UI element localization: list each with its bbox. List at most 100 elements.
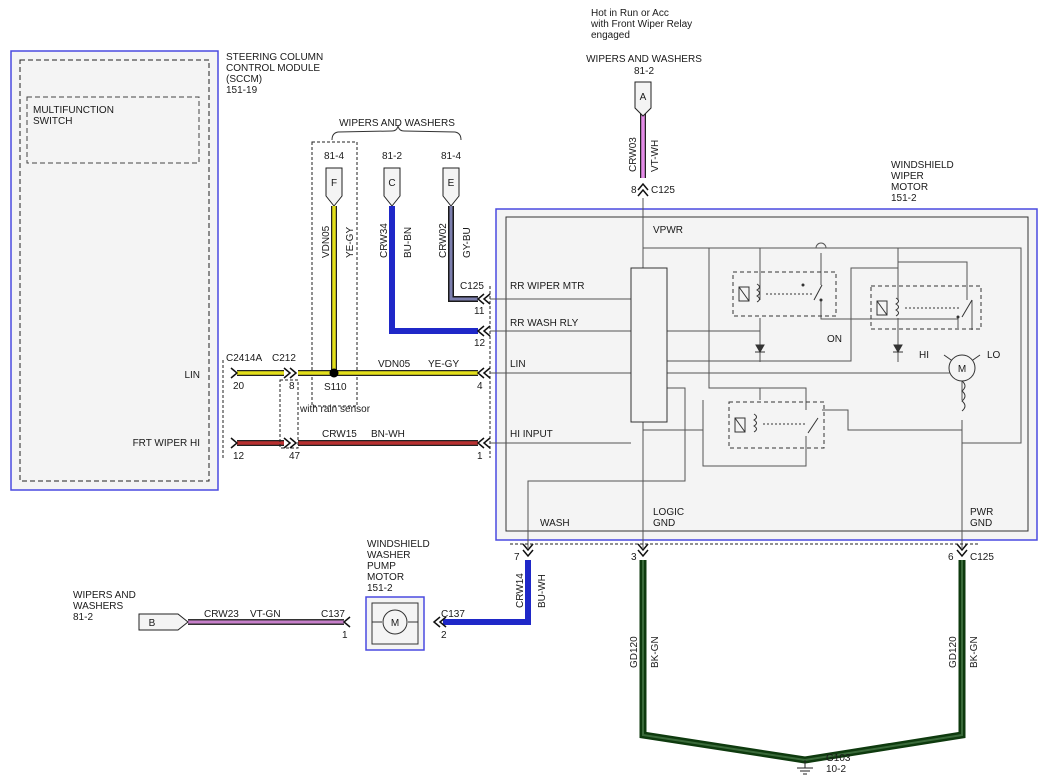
lin-end-pin: 4	[477, 381, 483, 392]
power-note: with Front Wiper Relay	[590, 19, 692, 30]
pump-wire-labels: WIPERS AND WASHERS 81-2 B CRW23 VT-GN C1…	[73, 573, 548, 641]
connector-a-letter: A	[640, 92, 647, 103]
switch-label: SWITCH	[33, 116, 72, 127]
connector-a-tag	[634, 81, 652, 117]
c137-right-pin: 2	[441, 630, 447, 641]
motor-title: WINDSHIELD	[891, 160, 954, 171]
power-note: Hot in Run or Acc	[591, 8, 669, 19]
wipers-connector-group: WIPERS AND WASHERS 81-4 F 81-2 C 81-4 E	[311, 118, 462, 407]
gd120-left-circuit: GD120	[629, 636, 640, 668]
connector-c-ref: 81-2	[382, 151, 402, 162]
connector-arrows	[230, 182, 968, 628]
hi-end-pin: 1	[477, 451, 483, 462]
crw03-conn: C125	[651, 185, 675, 196]
hi-label: HI	[919, 350, 929, 361]
motor-ref: 151-2	[891, 193, 917, 204]
lin-label: LIN	[510, 359, 526, 370]
hi-pin-b: 47	[289, 451, 301, 462]
on-relay	[732, 271, 837, 317]
pin-7: 7	[514, 552, 520, 563]
b-ref: 81-2	[73, 612, 93, 623]
motor-title: WIPER	[891, 171, 924, 182]
c212-pin: 8	[289, 381, 295, 392]
g103-ref: 10-2	[826, 764, 846, 775]
c125-top-label: C125	[460, 281, 484, 292]
wipers-group-label: WIPERS AND WASHERS	[339, 118, 455, 129]
wiper-motor-symbol	[943, 354, 981, 412]
pin-6: 6	[948, 552, 954, 563]
hi-input-label: HI INPUT	[510, 429, 553, 440]
wash-label: WASH	[540, 518, 570, 529]
c2414a-pin: 20	[233, 381, 245, 392]
on-label: ON	[827, 334, 842, 345]
c137-left: C137	[321, 609, 345, 620]
connector-f-letter: F	[331, 178, 337, 189]
c137-left-pin: 1	[342, 630, 348, 641]
hi-relay	[870, 285, 982, 330]
connector-c-tag	[383, 167, 401, 207]
pump-title: WASHER	[367, 550, 411, 561]
lin-circuit: VDN05	[378, 359, 411, 370]
splice-note: with rain sensor	[299, 404, 371, 415]
splice-s110-dot	[329, 368, 339, 378]
connector-b-letter: B	[149, 618, 156, 629]
connector-e-tag	[442, 167, 460, 207]
sccm-title: CONTROL MODULE	[226, 63, 320, 74]
crw14-color: BU-WH	[537, 574, 548, 608]
power-label: WIPERS AND WASHERS	[586, 54, 702, 65]
washer-pump: WINDSHIELD WASHER PUMP MOTOR 151-2 M	[365, 539, 430, 651]
sccm-module: MULTIFUNCTION SWITCH STEERING COLUMN CON…	[10, 50, 323, 491]
switch-label: MULTIFUNCTION	[33, 105, 114, 116]
power-ref: 81-2	[634, 66, 654, 77]
gd120-left-color: BK-GN	[650, 636, 661, 668]
lin-color: YE-GY	[428, 359, 459, 370]
g103-label: G103	[826, 753, 851, 764]
motor-m: M	[958, 364, 966, 375]
b-label: WIPERS AND	[73, 590, 136, 601]
wash-relay	[728, 401, 825, 449]
connector-e-letter: E	[448, 178, 455, 189]
connector-f-ref: 81-4	[324, 151, 344, 162]
pin-3: 3	[631, 552, 637, 563]
pump-ref: 151-2	[367, 583, 393, 594]
pump-title: MOTOR	[367, 572, 404, 583]
rr-wash-label: RR WASH RLY	[510, 318, 579, 329]
crw23-circuit: CRW23	[204, 609, 239, 620]
crw03-color: VT-WH	[650, 140, 661, 172]
c212-label: C212	[272, 353, 296, 364]
hi-circuit: CRW15	[322, 429, 357, 440]
b-label: WASHERS	[73, 601, 124, 612]
pump-m: M	[391, 618, 399, 629]
pin-11: 11	[474, 306, 485, 317]
rr-wiper-label: RR WIPER MTR	[510, 281, 584, 292]
c125-bottom: C125	[970, 552, 994, 563]
connector-c-letter: C	[388, 178, 395, 189]
wire-crw02-color: GY-BU	[462, 227, 473, 258]
power-feed: Hot in Run or Acc with Front Wiper Relay…	[586, 8, 702, 196]
splice-label: S110	[324, 382, 347, 393]
pump-title: WINDSHIELD	[367, 539, 430, 550]
wire-vdn05-circuit: VDN05	[321, 225, 332, 258]
ground-labels: GD120 BK-GN GD120 BK-GN G103 10-2	[629, 636, 980, 775]
wires	[188, 112, 966, 775]
pwr-label: PWR	[970, 507, 993, 518]
wire-crw34-circuit: CRW34	[379, 223, 390, 258]
vpwr-label: VPWR	[653, 225, 683, 236]
sccm-pin-lin: LIN	[184, 370, 200, 381]
hi-pin-a: 12	[233, 451, 245, 462]
pump-title: PUMP	[367, 561, 396, 572]
pin-12: 12	[474, 338, 486, 349]
gd120-right-circuit: GD120	[948, 636, 959, 668]
power-note: engaged	[591, 30, 630, 41]
sccm-title: STEERING COLUMN	[226, 52, 323, 63]
top-wire-labels: VDN05 YE-GY CRW34 BU-BN CRW02 GY-BU	[321, 223, 473, 258]
crw23-color: VT-GN	[250, 609, 281, 620]
crw14-circuit: CRW14	[515, 573, 526, 608]
crw03-pin: 8	[631, 185, 637, 196]
wiper-motor-module: WINDSHIELD WIPER MOTOR 151-2 VPWR RR WIP…	[490, 160, 1038, 563]
harness-labels: C2414A 20 C212 8 S110 with rain sensor V…	[226, 281, 486, 462]
gd120-right-color: BK-GN	[969, 636, 980, 668]
sccm-pin-frt: FRT WIPER HI	[133, 438, 200, 449]
sccm-ref: 151-19	[226, 85, 258, 96]
